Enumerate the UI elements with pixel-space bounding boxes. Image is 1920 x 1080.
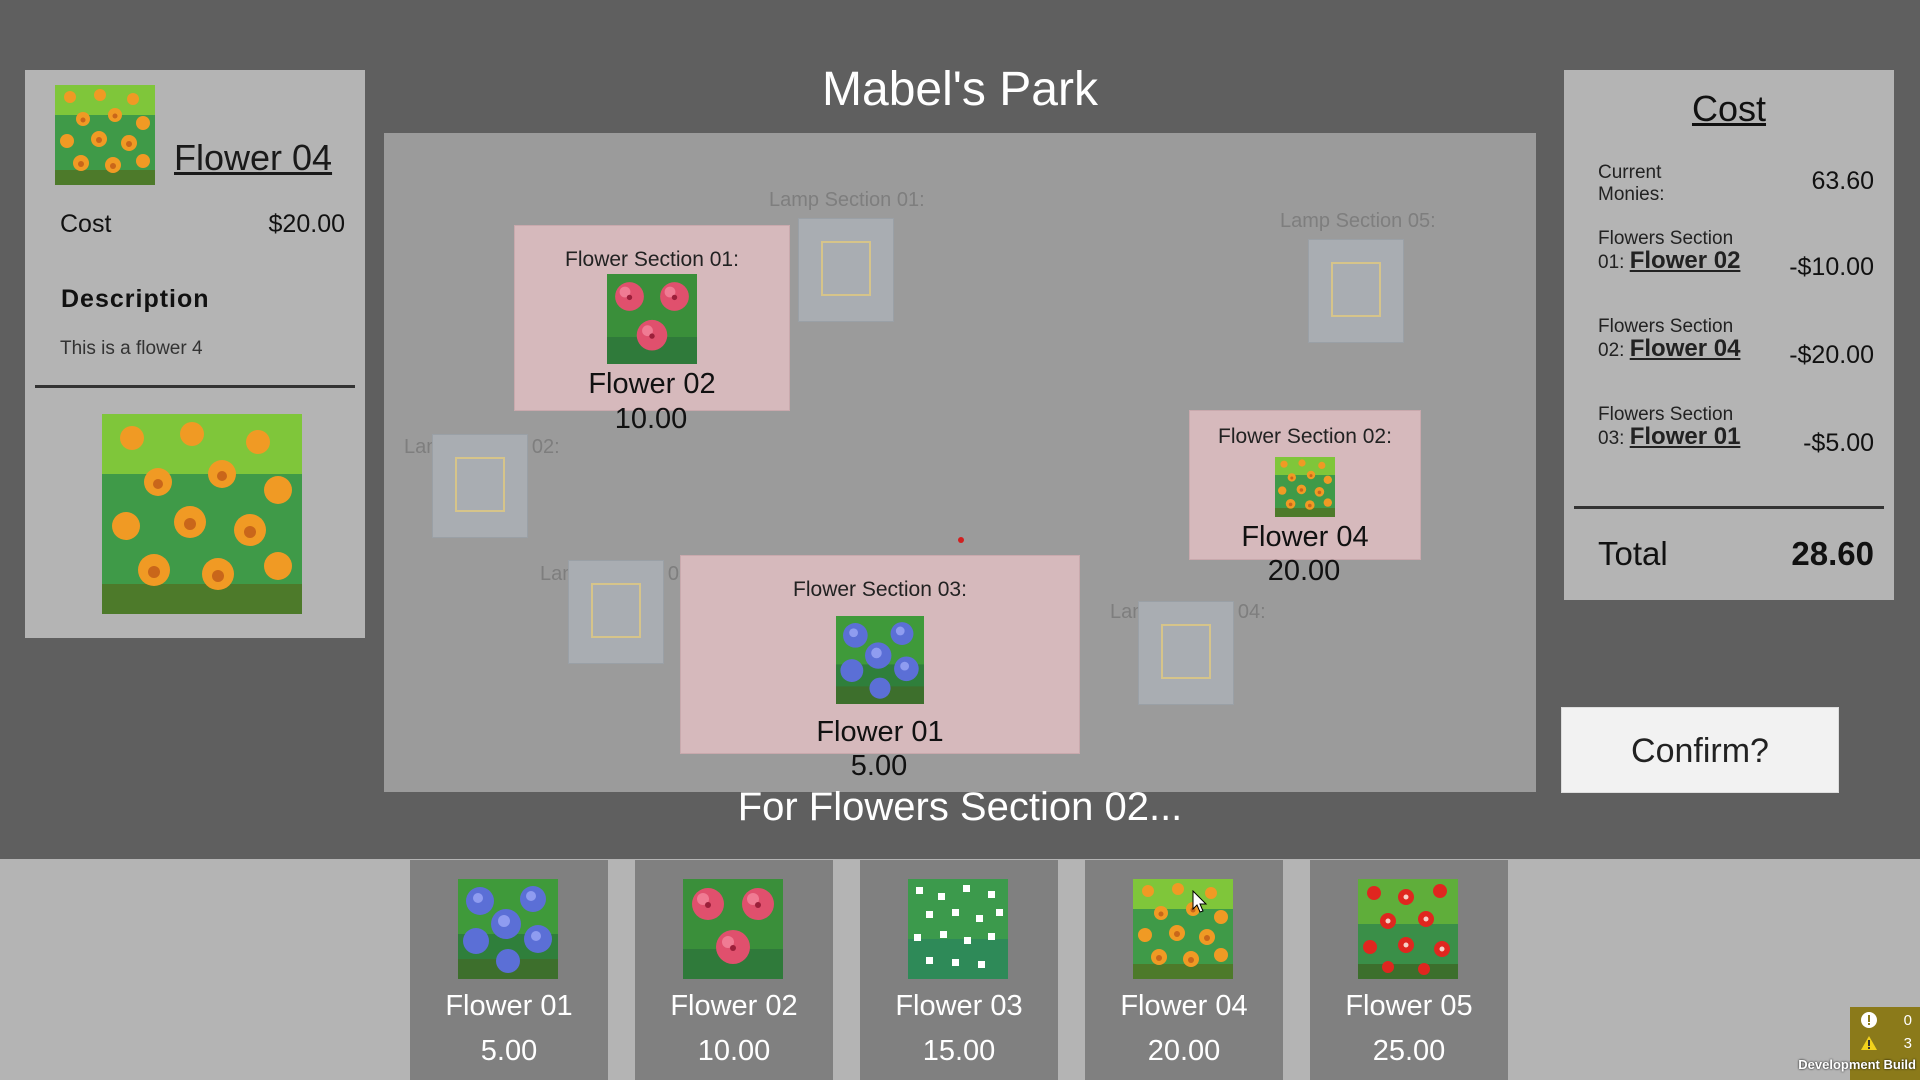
flower-section-01[interactable]: Flower Section 01: Flower 02 bbox=[514, 225, 790, 411]
shop-card-name: Flower 04 bbox=[1120, 990, 1248, 1022]
flower-02-image bbox=[683, 879, 783, 979]
selection-prompt: For Flowers Section 02... bbox=[737, 785, 1183, 829]
lamp-slot-frame bbox=[1161, 624, 1211, 679]
flower-section-01-price: 10.00 bbox=[614, 403, 688, 435]
park-map: Lamp Section 01: Lamp Section 05: Lamp S… bbox=[384, 133, 1536, 792]
flower-04-thumbnail bbox=[55, 85, 155, 185]
error-count: 0 bbox=[1903, 1012, 1912, 1029]
current-monies-label: Current Monies: bbox=[1598, 162, 1665, 205]
flower-05-image bbox=[1358, 879, 1458, 979]
warning-icon bbox=[1861, 1036, 1877, 1050]
flower-section-02-flower: Flower 04 bbox=[1241, 521, 1369, 553]
flower-03-image bbox=[908, 879, 1008, 979]
description-text: This is a flower 4 bbox=[60, 338, 203, 359]
divider bbox=[1574, 506, 1884, 509]
lamp-section-01-slot[interactable] bbox=[798, 218, 894, 322]
flower-section-01-flower: Flower 02 bbox=[588, 368, 716, 400]
cost-line-value: -$20.00 bbox=[1789, 341, 1874, 369]
shop-card-flower-05[interactable]: Flower 05 25.00 bbox=[1310, 860, 1508, 1080]
selected-flower-name: Flower 04 bbox=[174, 137, 333, 178]
development-build-label: Development Build bbox=[1798, 1057, 1916, 1072]
lamp-section-01-label: Lamp Section 01: bbox=[769, 189, 925, 211]
cost-line-value: -$10.00 bbox=[1789, 253, 1874, 281]
shop-card-flower-02[interactable]: Flower 02 10.00 bbox=[635, 860, 833, 1080]
shop-card-flower-03[interactable]: Flower 03 15.00 bbox=[860, 860, 1058, 1080]
flower-section-03[interactable]: Flower Section 03: Flower 01 bbox=[680, 555, 1080, 754]
total-value: 28.60 bbox=[1791, 535, 1874, 572]
divider bbox=[35, 385, 355, 388]
shop-card-price: 5.00 bbox=[480, 1035, 538, 1067]
shop-card-price: 25.00 bbox=[1372, 1035, 1446, 1067]
lamp-slot-frame bbox=[455, 457, 505, 512]
shop-card-price: 20.00 bbox=[1147, 1035, 1221, 1067]
shop-card-price: 10.00 bbox=[697, 1035, 771, 1067]
lamp-section-05-label: Lamp Section 05: bbox=[1280, 210, 1436, 232]
cost-line-prefix: Flowers Section 03: bbox=[1598, 404, 1734, 449]
cursor-marker bbox=[958, 537, 964, 543]
cost-line-prefix: Flowers Section 01: bbox=[1598, 228, 1734, 273]
shop-card-name: Flower 01 bbox=[445, 990, 573, 1022]
flower-04-large-image bbox=[102, 414, 302, 614]
total-label: Total bbox=[1598, 535, 1668, 572]
flower-section-02[interactable]: Flower Section 02: Flower 04 bbox=[1189, 410, 1421, 560]
flower-section-01-label: Flower Section 01: bbox=[565, 248, 739, 271]
flower-section-02-label: Flower Section 02: bbox=[1218, 425, 1392, 448]
cost-line-value: -$5.00 bbox=[1803, 429, 1874, 457]
flower-04-image bbox=[1275, 457, 1335, 517]
shop-card-flower-04[interactable]: Flower 04 20.00 bbox=[1085, 860, 1283, 1080]
shop-card-price: 15.00 bbox=[922, 1035, 996, 1067]
lamp-section-03-slot[interactable] bbox=[568, 560, 664, 664]
cost-line-flower: Flower 01 bbox=[1629, 423, 1741, 450]
cost-panel: Cost Current Monies: 63.60 Flowers Secti… bbox=[1564, 70, 1894, 600]
flower-section-03-price: 5.00 bbox=[850, 750, 908, 782]
flower-01-image bbox=[458, 879, 558, 979]
flower-section-02-price: 20.00 bbox=[1267, 555, 1341, 587]
flower-02-image bbox=[607, 274, 697, 364]
lamp-slot-frame bbox=[591, 583, 641, 638]
cost-label: Cost bbox=[60, 210, 112, 238]
dev-console-badge[interactable]: 0 3 bbox=[1850, 1007, 1920, 1080]
warning-count: 3 bbox=[1903, 1035, 1912, 1052]
flower-section-03-label: Flower Section 03: bbox=[793, 578, 967, 601]
cost-line-prefix: Flowers Section 02: bbox=[1598, 316, 1734, 361]
shop-card-flower-01[interactable]: Flower 01 5.00 bbox=[410, 860, 608, 1080]
lamp-slot-frame bbox=[821, 241, 871, 296]
cost-line-flower: Flower 02 bbox=[1629, 247, 1741, 274]
description-title: Description bbox=[61, 285, 210, 313]
cost-line-section-02: Flowers Section 02: Flower 04 bbox=[1598, 316, 1758, 362]
flower-04-image bbox=[1133, 879, 1233, 979]
flower-section-03-flower: Flower 01 bbox=[816, 716, 944, 748]
shop-card-name: Flower 02 bbox=[670, 990, 798, 1022]
park-title: Mabel's Park bbox=[822, 63, 1098, 116]
cost-line-flower: Flower 04 bbox=[1629, 335, 1741, 362]
cost-line-section-03: Flowers Section 03: Flower 01 bbox=[1598, 404, 1758, 450]
confirm-button[interactable]: Confirm? bbox=[1561, 707, 1839, 793]
shop-card-name: Flower 05 bbox=[1345, 990, 1473, 1022]
mouse-cursor-icon bbox=[1192, 890, 1208, 913]
lamp-section-02-slot[interactable] bbox=[432, 434, 528, 538]
lamp-slot-frame bbox=[1331, 262, 1381, 317]
cost-value: $20.00 bbox=[268, 210, 345, 238]
flower-01-image bbox=[835, 616, 925, 704]
flower-detail-panel: Flower 04 Cost $20.00 Description This i… bbox=[25, 70, 365, 638]
error-icon bbox=[1861, 1012, 1877, 1028]
lamp-section-04-slot[interactable] bbox=[1138, 601, 1234, 705]
cost-line-section-01: Flowers Section 01: Flower 02 bbox=[1598, 228, 1758, 274]
cost-heading: Cost bbox=[1691, 88, 1767, 129]
current-monies-value: 63.60 bbox=[1811, 167, 1874, 195]
shop-card-name: Flower 03 bbox=[895, 990, 1023, 1022]
lamp-section-05-slot[interactable] bbox=[1308, 239, 1404, 343]
